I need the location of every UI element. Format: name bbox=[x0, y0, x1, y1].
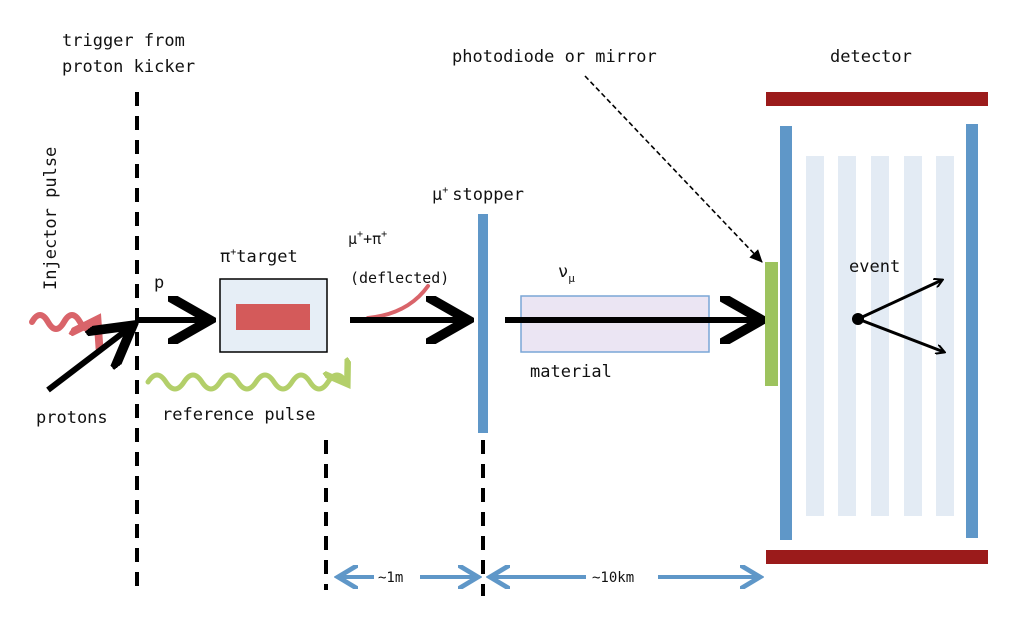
detector-strip-1 bbox=[806, 156, 824, 516]
detector-strip-3 bbox=[871, 156, 889, 516]
detector-right-plate bbox=[966, 124, 978, 538]
material-box bbox=[520, 295, 710, 353]
injector-pulse-label: Injector pulse bbox=[41, 147, 61, 290]
trigger-label-line1: trigger from bbox=[62, 31, 185, 51]
detector-strip-2 bbox=[838, 156, 856, 516]
detector-label: detector bbox=[830, 47, 912, 67]
deflected-label: (deflected) bbox=[350, 269, 449, 287]
injector-pulse-wave bbox=[29, 312, 96, 329]
distance-1m-label-bg bbox=[374, 566, 420, 588]
distance-10km-label-bg bbox=[586, 566, 658, 588]
deflected-curve bbox=[366, 284, 430, 320]
detector-strip-4 bbox=[904, 156, 922, 516]
mu-stopper-plate bbox=[478, 214, 488, 433]
pi-target-core bbox=[236, 304, 310, 330]
distance-10km-label: ~10km bbox=[592, 570, 634, 586]
protons-arrow bbox=[46, 329, 128, 393]
p-label: p bbox=[154, 273, 164, 293]
photodiode-plate bbox=[765, 262, 778, 386]
distance-1m-label: ~1m bbox=[378, 570, 403, 586]
mu-stopper-label: μ+stopper bbox=[432, 185, 524, 205]
mu-pi-label: μ++π+ bbox=[348, 229, 387, 248]
trigger-label-line2: proton kicker bbox=[62, 57, 195, 77]
event-track-up bbox=[857, 280, 942, 321]
photodiode-pointer-arrow bbox=[584, 75, 763, 263]
detector-top-bar bbox=[766, 92, 988, 106]
photodiode-label: photodiode or mirror bbox=[452, 47, 657, 67]
event-label: event bbox=[849, 257, 900, 277]
nu-label: νμ bbox=[558, 262, 575, 285]
detector-bottom-bar bbox=[766, 550, 988, 564]
protons-label: protons bbox=[36, 408, 108, 428]
pi-target-label: π+target bbox=[220, 247, 298, 267]
detector-strip-5 bbox=[936, 156, 954, 516]
event-track-down bbox=[857, 317, 944, 352]
material-label: material bbox=[530, 362, 612, 382]
reference-pulse-wave bbox=[145, 375, 346, 392]
reference-pulse-label: reference pulse bbox=[162, 405, 316, 425]
detector-left-plate bbox=[780, 126, 792, 540]
